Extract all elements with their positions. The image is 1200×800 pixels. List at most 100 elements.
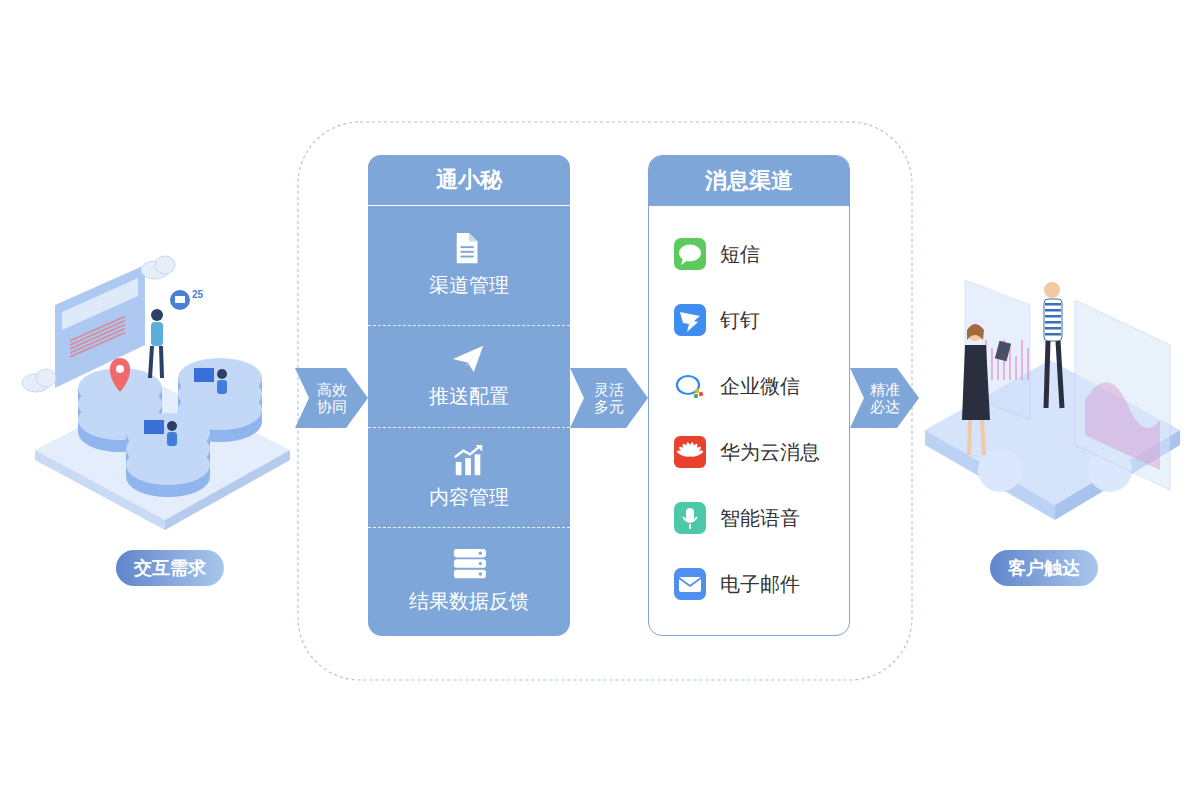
scene-node: 交互需求 [45,245,295,595]
panel-header: 通小秘 [368,155,570,206]
illustration-part [1045,321,1061,324]
dashed-container [298,122,912,680]
illustration-part [461,250,474,252]
illustration-part [995,341,1011,361]
illustration-part [1045,327,1061,330]
illustration-part [674,568,706,600]
illustration [919,245,1169,595]
section-label: 内容管理 [429,484,509,511]
illustration-part [461,246,474,248]
illustration-part [479,572,482,575]
illustration-part [217,369,227,379]
illustration-part [475,454,481,475]
illustration [45,245,295,595]
illustration-part [150,346,162,378]
function-section: 内容管理 [368,427,570,527]
flow-arrow [850,368,919,428]
illustration-part [674,436,706,468]
illustration-part [479,551,482,554]
illustration-part [465,458,471,475]
channel-item: 华为云消息 [674,430,844,474]
section-label: 推送配置 [429,383,509,410]
illustration-part [62,278,138,330]
channel-icon [674,568,706,600]
channel-label: 华为云消息 [720,439,820,466]
illustration-part [1045,333,1061,336]
panel-title: 消息渠道 [705,166,793,196]
illustration-part [116,365,124,373]
illustration-part [144,420,164,434]
illustration-part [967,324,984,340]
illustration-part [167,421,177,431]
section-icon [451,548,487,582]
illustration-part [175,296,185,303]
illustration-part [455,445,481,456]
illustration-part [141,256,175,279]
illustration-part [1085,382,1160,470]
illustration-part [695,389,699,393]
panel-box: 消息渠道短信钉钉企业微信华为云消息智能语音电子邮件 [648,155,850,636]
section-divider [368,527,570,528]
illustration-part [674,238,706,270]
illustration-part [35,385,290,520]
illustration-part [217,380,227,394]
flow-arrow [295,368,368,428]
illustration-part [997,356,999,380]
illustration-part [70,328,125,354]
section-divider [368,427,570,428]
illustration-part [677,376,699,394]
illustration-part [469,232,478,241]
illustration-part [674,304,706,336]
illustration-part [679,578,701,586]
panel-title: 通小秘 [436,165,502,195]
section-icon [451,444,487,478]
channel-label: 钉钉 [720,307,760,334]
scene-node: 客户触达 [919,245,1169,595]
illustration-part [167,432,177,446]
illustration-part [453,345,483,371]
illustration-part [683,517,697,529]
illustration-part [699,392,703,396]
channel-item: 智能语音 [674,496,844,540]
illustration-part [679,245,701,262]
section-icon [451,343,487,377]
illustration-part [694,394,698,398]
illustration-part [70,332,125,358]
illustration-part [461,255,474,257]
function-section: 渠道管理 [368,205,570,325]
flow-arrow [570,368,648,428]
illustration-part [1075,300,1170,490]
channel-label: 短信 [720,241,760,268]
illustration-part [681,258,688,265]
badge-number: 25 [192,289,203,300]
illustration-part [674,568,706,600]
illustration-part [925,430,1055,520]
channel-item: 企业微信 [674,364,844,408]
illustration-part [1045,315,1061,318]
illustration-part [674,238,706,270]
illustration-part [457,232,478,262]
section-label: 渠道管理 [429,272,509,299]
scene-label: 客户触达 [990,550,1098,586]
illustration-part [110,358,130,392]
illustration-part [689,449,704,458]
channel-icon [674,436,706,468]
channel-icon [674,502,706,534]
illustration-part [680,312,700,332]
illustration-part [457,232,478,262]
section-icon [451,232,487,266]
panel-header: 消息渠道 [649,156,849,206]
section-label: 结果数据反馈 [409,588,529,615]
illustration-part [686,508,694,522]
illustration-part [455,444,482,474]
illustration-part [170,290,190,310]
illustration-part [991,348,993,380]
illustration-part [454,559,486,568]
illustration-part [151,322,163,346]
illustration-part [674,304,706,336]
illustration-part [1027,348,1029,380]
channel-label: 企业微信 [720,373,800,400]
arrow-label: 灵活 多元 [592,381,627,416]
illustration-part [155,256,175,274]
